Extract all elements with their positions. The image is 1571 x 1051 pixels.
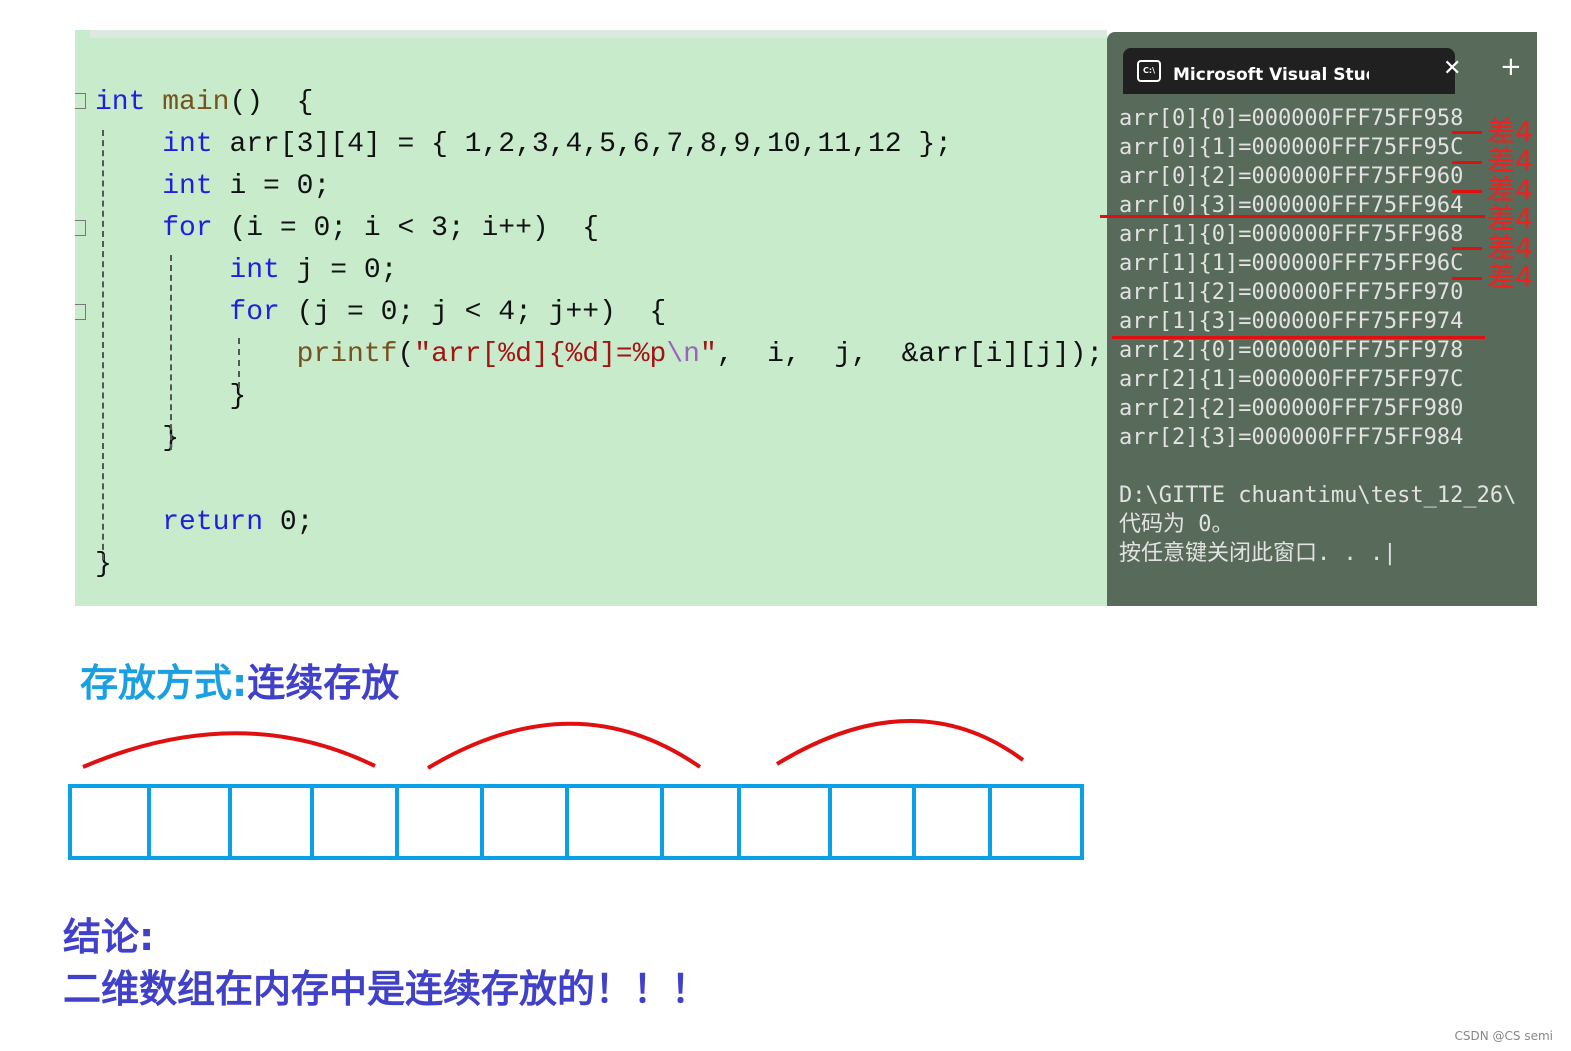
fold-toggle[interactable] bbox=[75, 93, 86, 109]
red-underline bbox=[1100, 215, 1485, 218]
code-token: (j = 0; j < 4; j++) { bbox=[279, 297, 667, 328]
console-line: arr[2]{0]=000000FFF75FF978 bbox=[1119, 338, 1464, 363]
red-underline bbox=[1112, 336, 1485, 339]
fold-toggle[interactable] bbox=[75, 220, 86, 236]
conclusion-title: 结论: bbox=[63, 915, 155, 959]
code-token: i = 0; bbox=[212, 171, 331, 202]
code-token: (i = 0; i < 3; i++) { bbox=[212, 213, 600, 244]
console-icon: C:\ bbox=[1137, 60, 1161, 82]
console-line: arr[0]{0]=000000FFF75FF958 bbox=[1119, 106, 1464, 131]
difference-annotation: 差4 bbox=[1487, 260, 1533, 293]
code-token: int bbox=[229, 255, 280, 286]
code-line: int main() { bbox=[95, 82, 313, 124]
code-token: int bbox=[162, 171, 213, 202]
red-underline bbox=[1452, 161, 1482, 164]
indent-guide bbox=[170, 255, 172, 450]
red-underline bbox=[1452, 277, 1482, 280]
code-token: int bbox=[95, 87, 146, 118]
code-line: } bbox=[95, 376, 246, 418]
memory-cell bbox=[737, 784, 832, 860]
code-token: () { bbox=[229, 87, 314, 118]
code-line: printf("arr[%d]{%d]=%p\n", i, j, &arr[i]… bbox=[95, 334, 1104, 376]
editor-top-bar bbox=[90, 30, 1107, 38]
code-line: for (i = 0; i < 3; i++) { bbox=[95, 208, 599, 250]
memory-cell bbox=[395, 784, 484, 860]
console-tab[interactable]: C:\ Microsoft Visual Studio 调试控 ✕ bbox=[1123, 48, 1461, 94]
conclusion-text: 二维数组在内存中是连续存放的！！！ bbox=[63, 967, 710, 1011]
code-editor: int main() { int arr[3][4] = { 1,2,3,4,5… bbox=[75, 30, 1107, 606]
console-line: 代码为 0。 bbox=[1119, 512, 1234, 537]
code-token: int bbox=[162, 129, 213, 160]
indent-guide bbox=[238, 338, 240, 388]
indent-guide bbox=[102, 130, 104, 560]
close-icon[interactable]: ✕ bbox=[1443, 56, 1462, 81]
memory-cell bbox=[147, 784, 232, 860]
console-line: arr[1]{0]=000000FFF75FF968 bbox=[1119, 222, 1464, 247]
code-line: } bbox=[95, 544, 112, 586]
memory-cells bbox=[68, 784, 1084, 860]
difference-annotation: 差4 bbox=[1487, 144, 1533, 177]
heading-label: 存放方式: bbox=[80, 661, 248, 705]
code-line: int i = 0; bbox=[95, 166, 330, 208]
console-line: D:\GITTE chuantimu\test_12_26\ bbox=[1119, 483, 1517, 508]
red-underline bbox=[1452, 131, 1482, 134]
console-line: arr[0]{3]=000000FFF75FF964 bbox=[1119, 193, 1464, 218]
code-token: for bbox=[162, 213, 213, 244]
memory-cell bbox=[480, 784, 569, 860]
code-token: printf bbox=[296, 339, 398, 370]
code-token: } bbox=[95, 381, 247, 412]
code-token: ( bbox=[397, 339, 415, 370]
red-underline bbox=[1452, 190, 1482, 193]
new-tab-button[interactable]: + bbox=[1500, 52, 1522, 82]
console-line: arr[2]{3]=000000FFF75FF984 bbox=[1119, 425, 1464, 450]
code-line: return 0; bbox=[95, 502, 313, 544]
code-line: int j = 0; bbox=[95, 250, 397, 292]
console-line: arr[0]{1]=000000FFF75FF95C bbox=[1119, 135, 1464, 160]
console-line: arr[2]{2]=000000FFF75FF980 bbox=[1119, 396, 1464, 421]
code-token: arr[3][4] = { 1,2,3,4,5,6,7,8,9,10,11,12… bbox=[212, 129, 952, 160]
code-token: \n bbox=[666, 339, 700, 370]
memory-cell bbox=[828, 784, 916, 860]
difference-annotation: 差4 bbox=[1487, 231, 1533, 264]
storage-heading: 存放方式:连续存放 bbox=[80, 652, 399, 707]
difference-annotation: 差4 bbox=[1487, 115, 1533, 148]
code-token: main bbox=[162, 87, 230, 118]
code-token: "arr[%d]{%d]=%p bbox=[414, 339, 667, 370]
code-token: j = 0; bbox=[279, 255, 398, 286]
difference-annotation: 差4 bbox=[1487, 173, 1533, 206]
arc-row-1 bbox=[426, 721, 702, 770]
arc-row-2 bbox=[775, 719, 1025, 766]
console-line: 按任意键关闭此窗口. . .| bbox=[1119, 541, 1397, 566]
memory-cell bbox=[310, 784, 399, 860]
code-token: return bbox=[162, 507, 264, 538]
code-token: } bbox=[95, 549, 112, 580]
console-line: arr[1]{3]=000000FFF75FF974 bbox=[1119, 309, 1464, 334]
console-window: C:\ Microsoft Visual Studio 调试控 ✕ + arr[… bbox=[1107, 32, 1537, 606]
console-line: arr[2]{1]=000000FFF75FF97C bbox=[1119, 367, 1464, 392]
heading-value: 连续存放 bbox=[247, 661, 400, 705]
memory-cell bbox=[660, 784, 741, 860]
code-token: 0; bbox=[263, 507, 314, 538]
console-line: arr[1]{1]=000000FFF75FF96C bbox=[1119, 251, 1464, 276]
difference-annotation: 差4 bbox=[1487, 202, 1533, 235]
console-line: arr[0]{2]=000000FFF75FF960 bbox=[1119, 164, 1464, 189]
fold-toggle[interactable] bbox=[75, 304, 86, 320]
code-token: " bbox=[699, 339, 717, 370]
memory-cell bbox=[228, 784, 314, 860]
memory-cell bbox=[912, 784, 992, 860]
code-line: for (j = 0; j < 4; j++) { bbox=[95, 292, 666, 334]
watermark: CSDN @CS semi bbox=[1454, 1029, 1554, 1043]
code-token: , i, j, &arr[i][j]); bbox=[716, 339, 1104, 370]
code-line: int arr[3][4] = { 1,2,3,4,5,6,7,8,9,10,1… bbox=[95, 124, 952, 166]
memory-cell bbox=[68, 784, 151, 860]
memory-cell bbox=[988, 784, 1084, 860]
tab-title: Microsoft Visual Studio 调试控 bbox=[1173, 65, 1369, 85]
memory-cell bbox=[565, 784, 664, 860]
arc-row-0 bbox=[82, 731, 376, 769]
console-line: arr[1]{2]=000000FFF75FF970 bbox=[1119, 280, 1464, 305]
code-token: for bbox=[229, 297, 280, 328]
red-underline bbox=[1452, 247, 1482, 250]
